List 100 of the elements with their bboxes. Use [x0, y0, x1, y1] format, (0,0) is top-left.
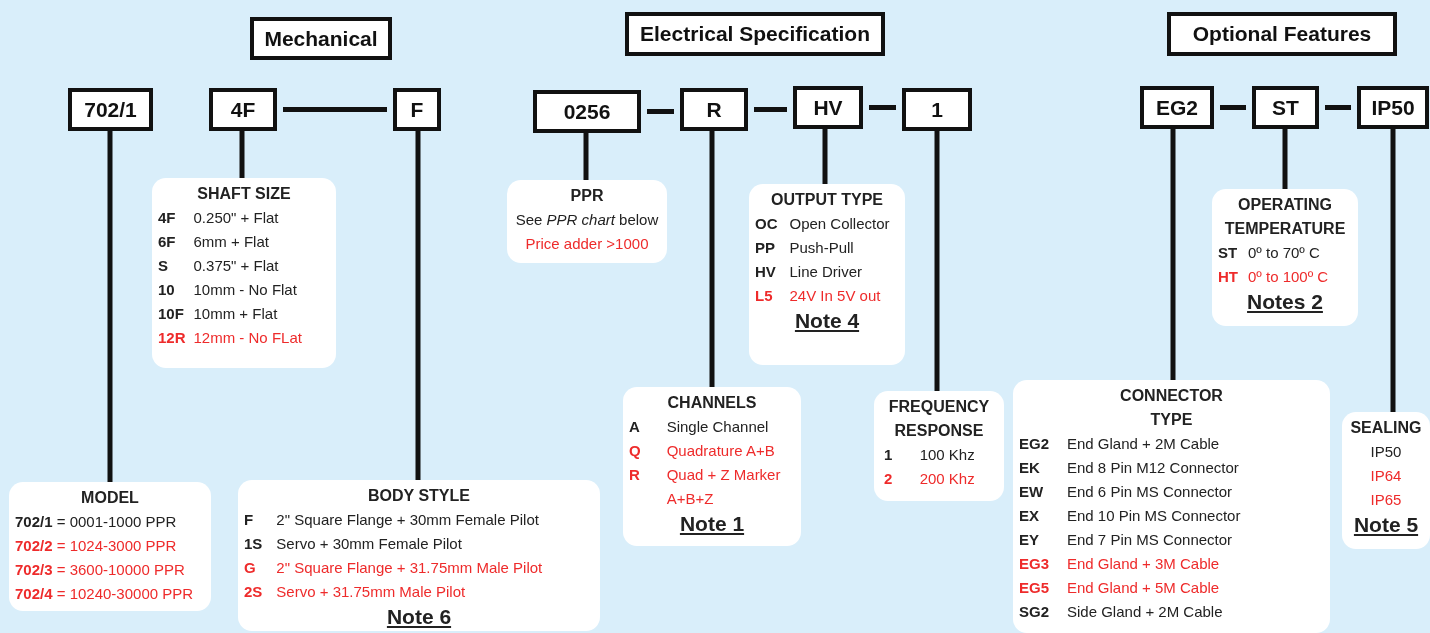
option-code: 6F	[158, 232, 177, 252]
connector-line	[1325, 105, 1351, 110]
code-label: IP50	[1371, 95, 1415, 120]
option-description: End 6 Pin MS Connector	[1067, 482, 1234, 502]
code-label: R	[706, 97, 722, 122]
panel-heading: SEALING	[1350, 418, 1422, 438]
option-description: End 7 Pin MS Connector	[1067, 530, 1234, 550]
option-description: 2" Square Flange + 31.75mm Male Pilot	[276, 558, 544, 578]
section-heading-box	[1167, 12, 1397, 56]
option-code: EG5	[1019, 578, 1049, 598]
option-code: 1	[884, 445, 894, 465]
code-box	[1252, 86, 1319, 129]
option-code: PP	[755, 238, 776, 258]
option-description: 24V In 5V out	[789, 286, 882, 306]
code-box	[902, 88, 972, 131]
panel-heading: OUTPUT TYPE	[771, 190, 883, 210]
option-description: Single Channel	[666, 417, 770, 437]
code-label: HV	[813, 95, 843, 120]
option-code: 2	[884, 469, 894, 489]
option-description: 10mm - No Flat	[193, 280, 298, 300]
option-description: 200 Khz	[919, 469, 976, 489]
option-panel	[152, 178, 336, 368]
option-code: EX	[1019, 506, 1040, 526]
connector-line	[239, 131, 245, 178]
option-code: G	[244, 558, 257, 578]
option-code: EW	[1019, 482, 1045, 502]
option-text: 702/2 = 1024-3000 PPR	[15, 536, 177, 556]
connector-line	[1390, 129, 1396, 412]
option-panel	[1342, 412, 1430, 549]
section-heading-box	[250, 17, 392, 60]
option-code: R	[629, 465, 641, 485]
connector-line	[1220, 105, 1246, 110]
panel-heading: BODY STYLE	[368, 486, 470, 506]
option-code: 1S	[244, 534, 263, 554]
connector-line	[709, 131, 715, 387]
code-label: 702/1	[84, 97, 137, 122]
connector-line	[583, 133, 589, 180]
option-code: 10F	[158, 304, 185, 324]
code-box	[793, 86, 863, 129]
code-box	[209, 88, 277, 131]
option-code: HT	[1218, 267, 1238, 287]
option-description: 10mm + Flat	[193, 304, 279, 324]
code-box	[68, 88, 153, 131]
connector-line	[1282, 129, 1288, 189]
option-description: 0.375" + Flat	[193, 256, 280, 276]
panel-heading: FREQUENCY RESPONSE	[887, 397, 991, 441]
option-code: HV	[755, 262, 777, 282]
option-description: 0º to 100º C	[1248, 267, 1330, 287]
option-text: See PPR chart below	[515, 210, 659, 230]
option-description: Quad + Z Marker A+B+Z	[666, 465, 782, 509]
option-description: 6mm + Flat	[193, 232, 270, 252]
code-box	[533, 90, 641, 133]
option-code: EY	[1019, 530, 1040, 550]
panel-heading: SHAFT SIZE	[197, 184, 291, 204]
option-code: EG3	[1019, 554, 1049, 574]
panel-heading: MODEL	[81, 488, 139, 508]
connector-line	[1170, 129, 1176, 380]
option-panel	[1013, 380, 1330, 633]
option-description: 100 Khz	[919, 445, 976, 465]
option-panel	[623, 387, 801, 546]
code-box	[393, 88, 441, 131]
option-text: 702/4 = 10240-30000 PPR	[15, 584, 194, 604]
option-description: 0.250" + Flat	[193, 208, 280, 228]
section-heading-box	[625, 12, 885, 56]
option-code: 10	[158, 280, 176, 300]
option-panel	[874, 391, 1004, 501]
note-reference: Note 1	[679, 511, 745, 537]
option-description: End Gland + 2M Cable	[1067, 434, 1221, 454]
section-heading: Electrical Specification	[640, 22, 870, 46]
option-code: Q	[629, 441, 641, 461]
option-text: Price adder >1000	[525, 234, 649, 254]
panel-heading: PPR	[570, 186, 604, 206]
option-description: End 10 Pin MS Connector	[1067, 506, 1242, 526]
option-text: 702/3 = 3600-10000 PPR	[15, 560, 185, 580]
option-text: IP50	[1370, 442, 1402, 462]
code-label: EG2	[1156, 95, 1198, 120]
option-code: OC	[755, 214, 778, 234]
option-code: S	[158, 256, 169, 276]
panel-heading: CHANNELS	[667, 393, 757, 413]
option-description: Side Gland + 2M Cable	[1067, 602, 1224, 622]
note-reference: Notes 2	[1247, 289, 1323, 315]
code-box	[1140, 86, 1214, 129]
option-text: 702/1 = 0001-1000 PPR	[15, 512, 177, 532]
connector-line	[754, 107, 787, 112]
panel-heading: CONNECTOR TYPE	[1119, 386, 1224, 430]
option-panel	[507, 180, 667, 263]
connector-line	[934, 131, 940, 391]
connector-line	[283, 107, 387, 112]
option-description: End Gland + 5M Cable	[1067, 578, 1221, 598]
option-text: IP64	[1370, 466, 1402, 486]
connector-line	[107, 131, 113, 482]
note-reference: Note 5	[1353, 512, 1419, 538]
option-description: Line Driver	[789, 262, 864, 282]
option-code: A	[629, 417, 641, 437]
option-code: 2S	[244, 582, 263, 602]
option-description: Open Collector	[789, 214, 891, 234]
section-heading: Mechanical	[264, 26, 378, 51]
code-box	[1357, 86, 1429, 129]
option-code: F	[244, 510, 255, 530]
note-reference: Note 4	[794, 308, 860, 334]
